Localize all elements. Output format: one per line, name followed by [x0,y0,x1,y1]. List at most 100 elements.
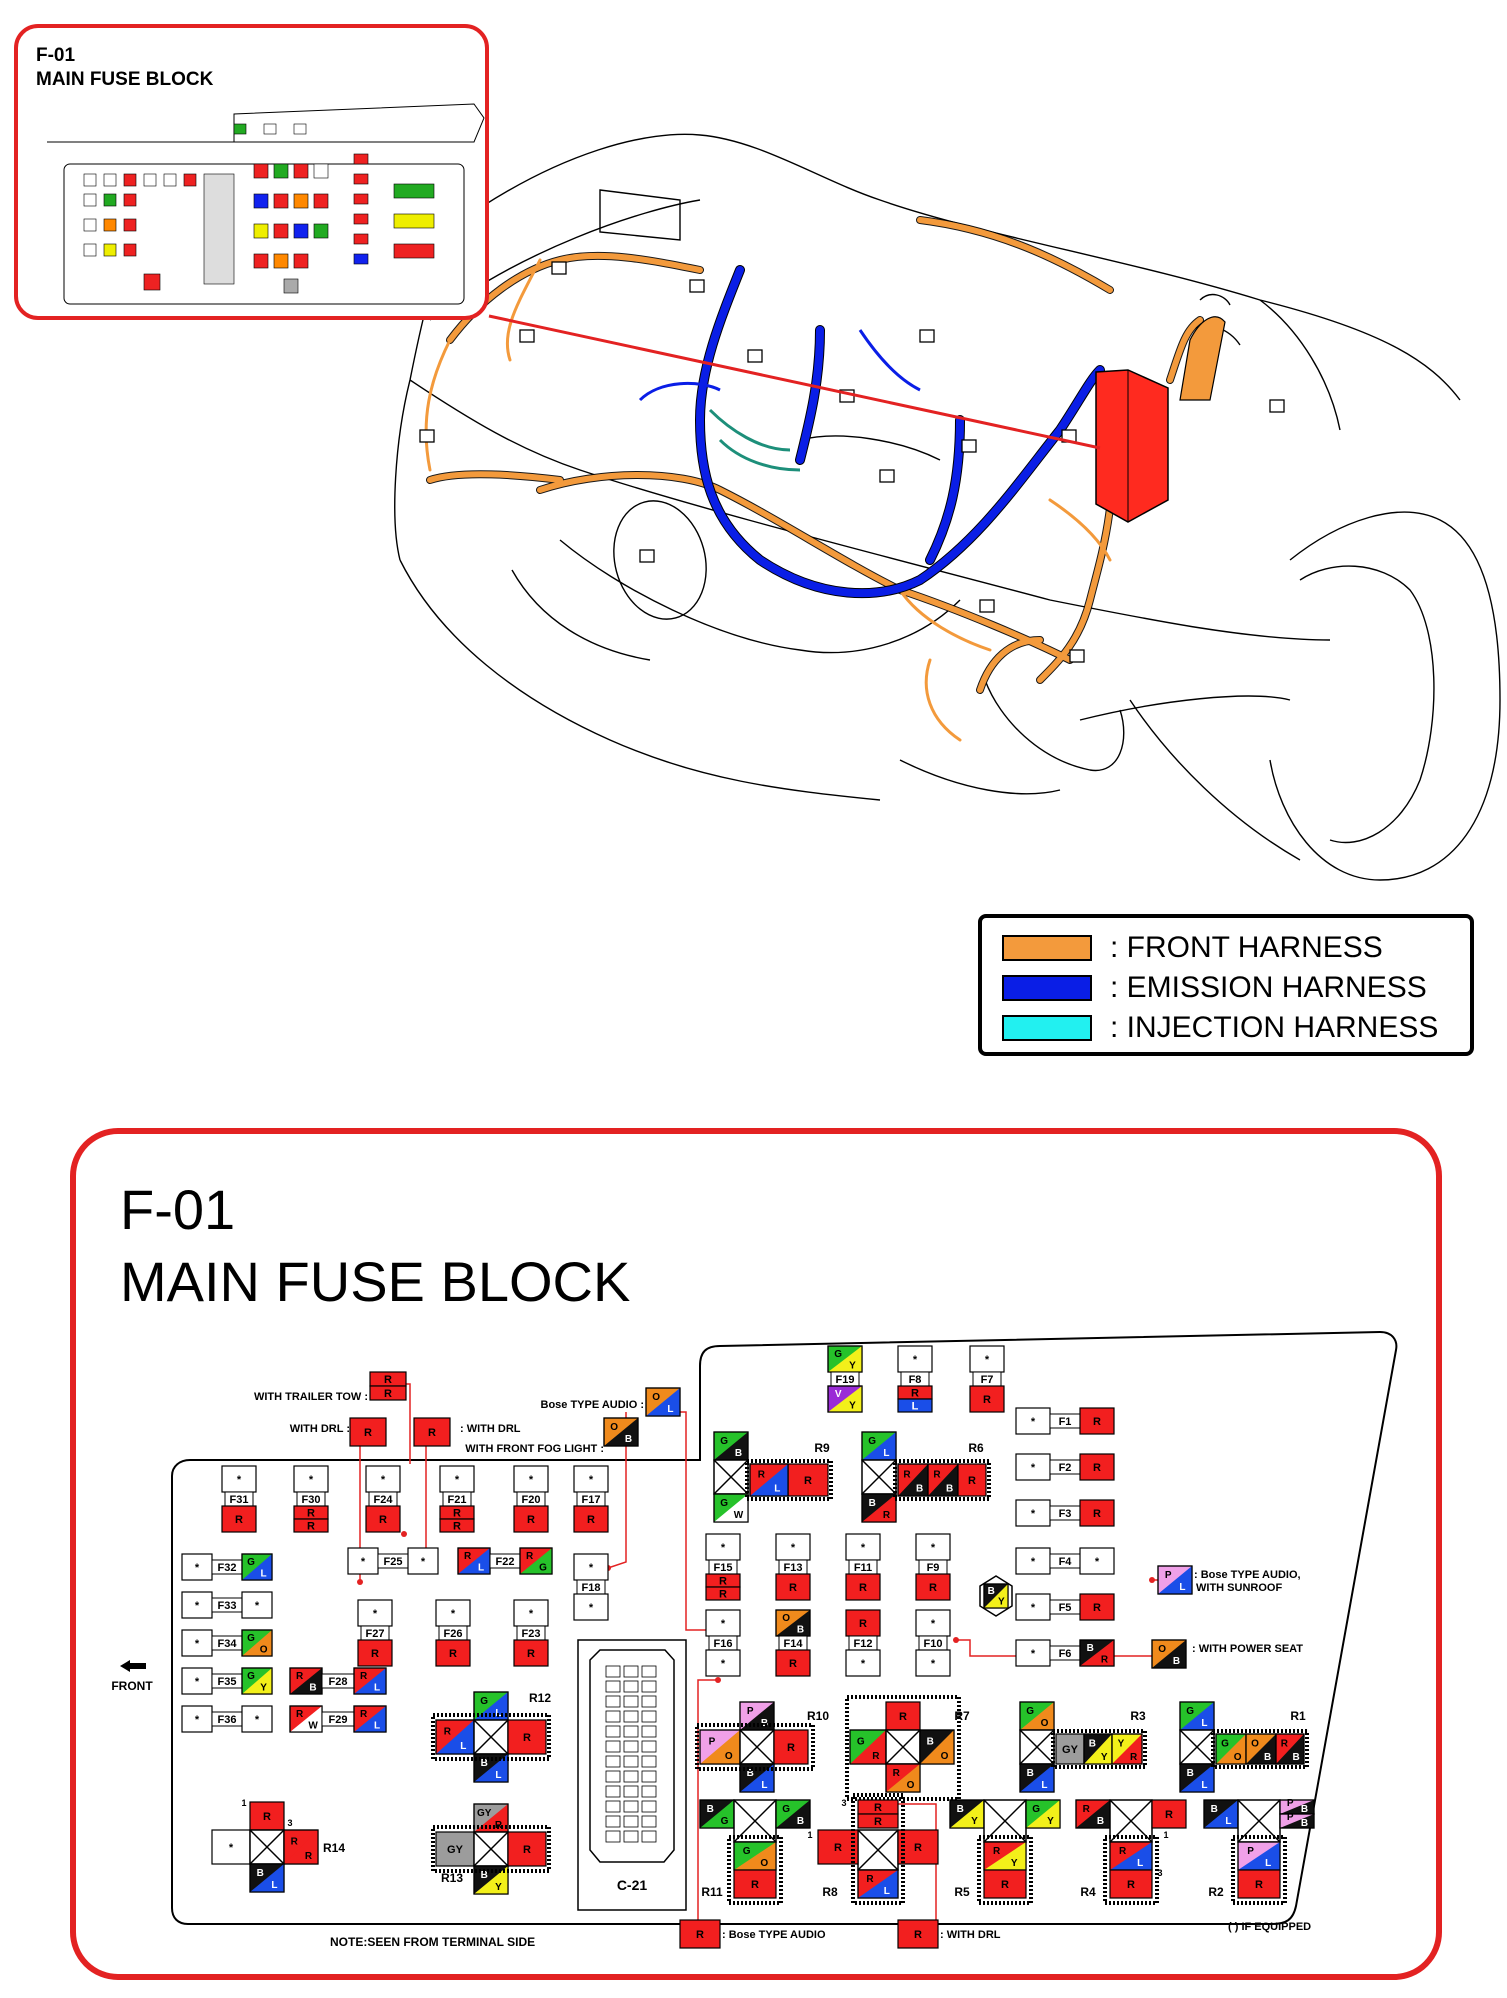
fuse-f18-top-code: * [589,1562,594,1574]
fuse-f34-label: F34 [218,1638,238,1650]
relay-r2-hatch [1231,1835,1287,1905]
relay-r7-right-code-b: O [941,1751,949,1762]
relay-r14-left-code: * [229,1842,234,1854]
relay-r13-hatch [431,1825,551,1873]
relay-r2-left-stripe [1204,1800,1238,1828]
legend-swatch-front [1002,935,1092,961]
fuse-f9-bottom [915,1573,951,1601]
fuse-f35-right-code-b: Y [260,1682,267,1693]
label-if-equipped: ( ) IF EQUIPPED [1228,1921,1311,1933]
relay-r3-a-code: GY [1062,1744,1079,1756]
relay-r10-bottom-stripe [740,1764,774,1792]
fuse-f30-top [293,1465,329,1493]
relay-r7-left-code-b: R [872,1751,880,1762]
c21-pin [641,1665,657,1678]
relay-r3-center-cross [1019,1729,1055,1765]
fuse-f13-label: F13 [784,1562,803,1574]
relay-r2-right-b-border [1279,1813,1315,1829]
relay-r9-c-border [749,1463,789,1497]
relay-r1-b-code-b: B [1264,1752,1271,1763]
relay-r14-right-code-a: R [291,1836,299,1847]
c21-pin [605,1785,621,1798]
relay-r3-c-border [1111,1733,1143,1765]
relay-r3-bottom-code-b: L [1041,1780,1047,1791]
fuse-f28-left-code-a: R [296,1671,304,1682]
fuse-f17-label: F17 [582,1494,601,1506]
relay-r8-pin-1: 1 [807,1830,812,1840]
fuse-f5-right [1079,1593,1115,1621]
relay-r4-mid-stripe [1110,1842,1152,1870]
relay-r6-bottom-code-a: B [869,1498,876,1509]
fuse-f20-bottom [513,1505,549,1533]
fuse-f24-label: F24 [374,1494,394,1506]
option-bose-top-code-a: O [652,1392,660,1403]
relay-r2-bottom [1237,1869,1281,1899]
c21-pin [641,1755,657,1768]
fuse-f34-right-code-a: G [247,1633,255,1644]
fuse-f26-bottom-code: R [449,1648,457,1660]
front-label: FRONT [111,1679,153,1693]
fuse-f16-top-code: * [721,1618,726,1630]
fuse-f9-label: F9 [927,1562,940,1574]
fuse-f10-top-code: * [931,1618,936,1630]
relay-r7-top-code: R [899,1711,907,1723]
label-with-drl-bottom: : WITH DRL [940,1929,1001,1941]
relay-r4-mid-code-b: L [1137,1858,1143,1869]
relay-r14-bottom-code-a: B [257,1868,264,1879]
fuse-f20-bottom-code: R [527,1514,535,1526]
relay-r13-right-code: R [523,1844,531,1856]
fuse-f29-label: F29 [329,1714,348,1726]
relay-r11-mid-stripe [734,1842,776,1870]
relay-r6-a-code-b: B [916,1484,923,1495]
relay-r11-right-stripe [776,1800,810,1828]
fuse-f6-right-code-a: B [1087,1643,1094,1654]
relay-r10-left-stripe [700,1730,740,1764]
relay-r9-b [787,1463,829,1497]
option-bose-sunroof-code-b: L [1179,1582,1185,1593]
relay-r10-center-cross [739,1729,775,1765]
relay-r13-left-code: GY [447,1844,464,1856]
fuse-f27-label: F27 [366,1628,385,1640]
option-bose-bottom-code: R [696,1929,704,1941]
fuse-f1-right-code: R [1093,1416,1101,1428]
relay-r1-bottom-stripe [1180,1764,1214,1792]
relay-r1-c-stripe [1276,1734,1304,1764]
fuse-f30-bottom-b-code: R [307,1521,315,1533]
fuse-f11-top [845,1533,881,1561]
front-arrow-icon [120,1660,146,1672]
note-terminal-side: NOTE:SEEN FROM TERMINAL SIDE [330,1935,535,1949]
relay-r10-left-code-a: P [709,1736,716,1747]
relay-r7-left-stripe [850,1730,886,1764]
relay-r8-left-code: R [834,1842,842,1854]
relay-r2-label: R2 [1208,1885,1224,1899]
legend-item-emission: : EMISSION HARNESS [1002,971,1427,1004]
fuse-f30-bottom-b [293,1518,329,1533]
relay-r11-left-stripe [700,1800,734,1828]
relay-r4-pin-1: 1 [1163,1830,1168,1840]
relay-r14-bottom-stripe [250,1864,284,1892]
fuse-f34-right-code-b: O [260,1644,268,1655]
fuse-f36-left [181,1705,213,1733]
relay-r14-center-cross [249,1829,285,1865]
relay-r3-b-code-b: Y [1101,1752,1108,1763]
fuse-f31-top-code: * [237,1474,242,1486]
legend-label-emission: : EMISSION HARNESS [1110,971,1427,1004]
relay-r9-c-code-a: R [758,1469,766,1480]
fuse-f33-label: F33 [218,1600,237,1612]
fuse-f29-right-border [353,1705,387,1733]
fuse-f9-top [915,1533,951,1561]
relay-r7-center-cross [885,1729,921,1765]
relay-r11-hatch [727,1835,783,1905]
fuse-f20-label: F20 [522,1494,541,1506]
fuse-f32-left-code: * [195,1562,200,1574]
relay-r6-center-cross [861,1459,897,1495]
fuse-f24-top-code: * [381,1474,386,1486]
fuse-f22-right-border [519,1547,553,1575]
fuse-f21-bottom-a-code: R [453,1508,461,1520]
fuse-f10-label: F10 [924,1638,943,1650]
c21-pin [623,1710,639,1723]
legend-swatch-emission [1002,975,1092,1001]
relay-r13-bottom-code-a: B [481,1870,488,1881]
legend-swatch-injection [1002,1015,1092,1041]
fuse-f28-right-border [353,1667,387,1695]
